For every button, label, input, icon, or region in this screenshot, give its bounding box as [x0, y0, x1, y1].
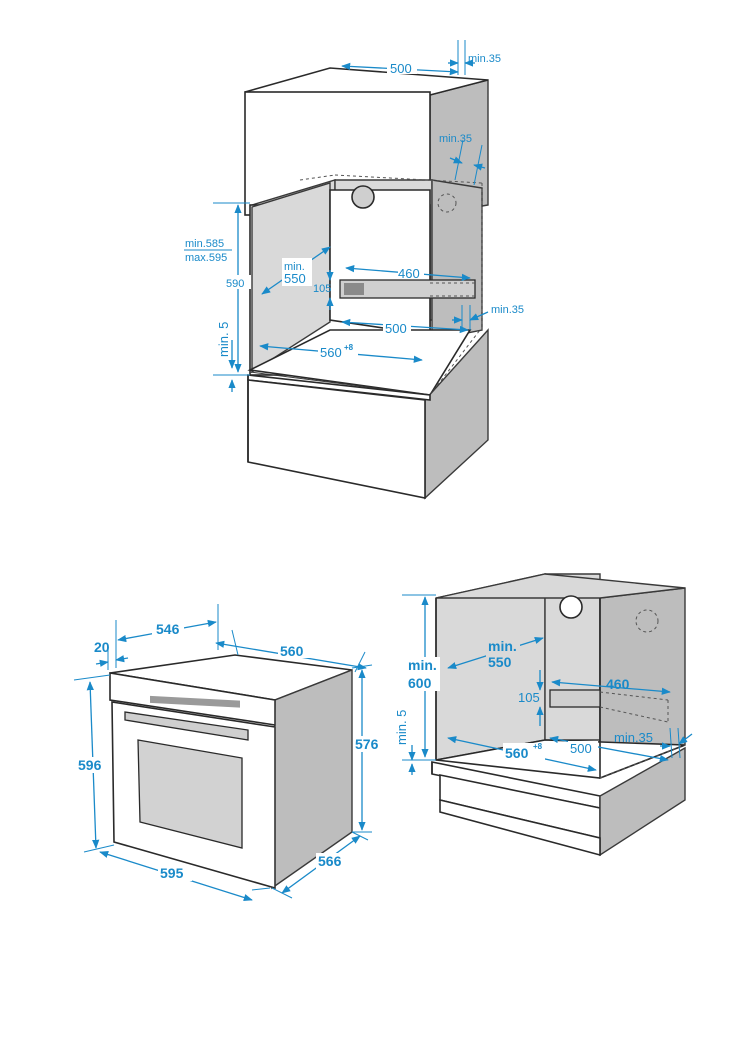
dim-oven-width-top: 560 [215, 629, 367, 673]
duct-hole-icon [559, 595, 583, 619]
dim-top-width: 500 [341, 61, 459, 76]
label-top-clearance: min.35 [468, 53, 501, 65]
label-rail-width: 460 [606, 676, 630, 692]
label-oven-body-height: 576 [355, 736, 379, 752]
label-rail-width: 460 [398, 266, 420, 281]
dim-rail-width: 460 [551, 676, 671, 695]
label-floor-depth: 500 [385, 321, 407, 336]
label-oven-front-panel: 20 [94, 639, 110, 655]
dim-depth: min. 550 [261, 246, 331, 295]
duct-hole-dashed-icon [635, 609, 659, 633]
label-height-min: min.585 [185, 238, 224, 250]
label-height-max: max.595 [185, 252, 227, 264]
label-oven-depth-top: 546 [156, 621, 180, 637]
label-rail-height: 105 [313, 283, 331, 295]
label-rail-height: 105 [518, 690, 540, 705]
dim-oven-front-width: 595 [99, 850, 271, 902]
diagram-oven: 546 20 560 596 576 [73, 604, 384, 902]
label-back-clearance: min.35 [614, 730, 653, 745]
label-floor-depth: 500 [570, 741, 592, 756]
dim-niche-height: 590 min.585 max.595 [184, 202, 251, 376]
label-top-width: 500 [390, 61, 412, 76]
label-depth-min: min. [284, 261, 305, 273]
dim-floor-depth: 500 [549, 735, 669, 763]
diagram-undercounter-niche: min. 550 min. 600 min. 5 460 105 [394, 573, 693, 857]
label-niche-height-value: 600 [408, 675, 432, 691]
dim-oven-body-height: 576 [351, 664, 384, 833]
label-side-height: 590 [226, 278, 244, 290]
label-back-clearance: min.35 [439, 133, 472, 145]
label-gap-min: min. 5 [216, 322, 231, 357]
label-depth-value: 550 [284, 271, 306, 286]
dim-rail-height: 105 [518, 670, 544, 726]
label-niche-depth-min: min. [488, 638, 517, 654]
label-oven-depth-side: 566 [318, 853, 342, 869]
dim-oven-depth-top: 546 [115, 604, 219, 668]
label-niche-height-min: min. [408, 657, 437, 673]
dim-oven-depth-side: 566 [271, 831, 369, 899]
dim-rail-height: 105 [313, 270, 334, 310]
dim-rail-width: 460 [345, 265, 471, 281]
dim-floor-depth: 500 [341, 318, 469, 336]
diagram-column-cabinet: 500 min.35 min.35 590 min.585 max.595 [184, 40, 524, 500]
dim-gap: min. 5 [394, 710, 416, 775]
dim-niche-width: 560 +8 [447, 736, 597, 772]
label-gap-min: min. 5 [394, 710, 409, 745]
rail-bar [549, 689, 601, 708]
duct-hole-dashed-icon [437, 193, 457, 213]
dim-back-clearance: min.35 [439, 133, 486, 186]
oven-window [137, 739, 243, 849]
label-niche-width-tol: +8 [533, 742, 543, 751]
oven-handle [124, 711, 249, 741]
dim-niche-height: min. 600 [402, 594, 440, 761]
dim-oven-front-height: 596 [73, 674, 115, 853]
label-oven-front-height: 596 [78, 757, 102, 773]
duct-hole-icon [351, 185, 375, 209]
label-rail-clearance: min.35 [491, 304, 524, 316]
label-oven-width-top: 560 [280, 643, 304, 659]
label-niche-depth-value: 550 [488, 654, 512, 670]
lower-cabinet [247, 328, 489, 500]
dim-gap: min. 5 [216, 322, 236, 392]
dim-niche-width: 560 +8 [259, 343, 423, 363]
label-oven-front-width: 595 [160, 865, 184, 881]
dim-top-clearance: min.35 [448, 40, 501, 75]
dim-oven-front-panel: 20 [94, 639, 129, 670]
dim-niche-depth: min. 550 [447, 636, 544, 672]
dim-back-clearance: min.35 [614, 727, 693, 759]
label-niche-width: 560 [505, 745, 529, 761]
label-niche-width-tol: +8 [344, 343, 354, 352]
label-niche-width: 560 [320, 345, 342, 360]
